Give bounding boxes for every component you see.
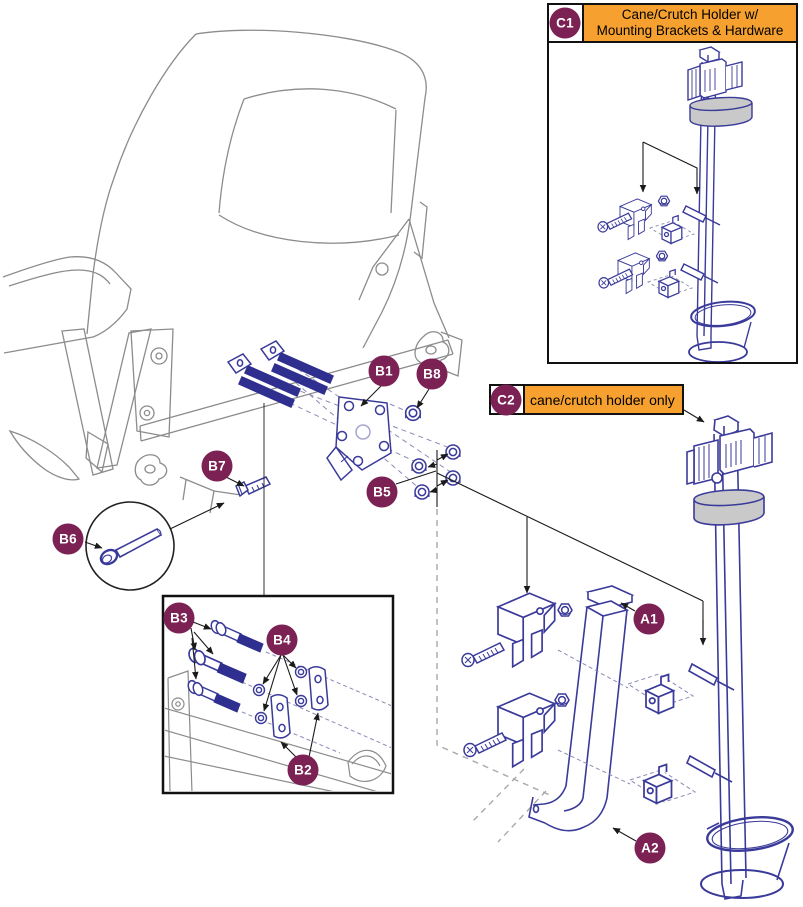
leader-lines [84,141,707,842]
b6-detail-circle [85,501,175,591]
c1-title-line2: Mounting Brackets & Hardware [596,23,784,38]
assembly-alignment-dashes [436,509,553,843]
c1-title-line1: Cane/Crutch Holder w/ [621,6,759,22]
c1-badge-cell [549,5,584,41]
inset-frame-lines [165,670,391,791]
c2-label: cane/crutch holder only [489,384,684,415]
c2-holder-drawing [685,415,794,900]
inset-hardware [185,618,329,739]
seat-mount-hardware [226,340,461,500]
seat-line-art [2,29,463,514]
c2-title: cane/crutch holder only [525,386,682,413]
holder-assembly [461,585,697,832]
c1-inset-drawing [597,46,756,363]
c1-title: Cane/Crutch Holder w/ Mounting Brackets … [584,5,796,41]
c1-header: Cane/Crutch Holder w/ Mounting Brackets … [547,3,798,43]
c1-inset-border [547,3,798,364]
c2-badge-cell [491,386,525,413]
detail-inset-box [161,594,395,795]
